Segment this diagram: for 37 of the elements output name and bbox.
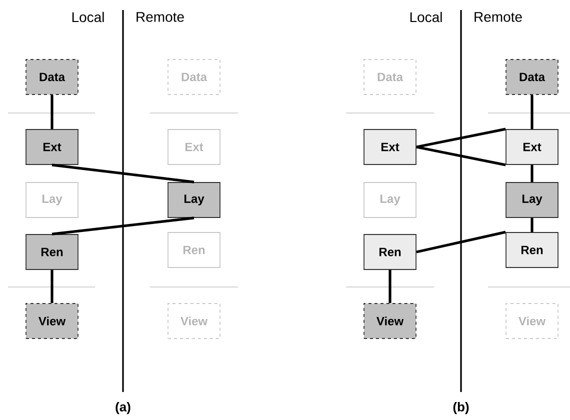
column-heading: Local [72,12,104,22]
faded-box: Lay [364,182,416,218]
process-box: Ren [26,234,78,270]
process-box: Ren [506,232,558,268]
column-heading: Local [410,12,442,22]
dashed-box: View [168,303,220,339]
connector-line [416,146,506,166]
column-heading: Remote [136,12,184,22]
process-box: Lay [506,182,558,218]
connector-line [530,164,534,182]
connector-line [530,94,534,130]
connector-line [52,216,194,236]
connector-line [416,230,506,254]
dashed-box: View [364,303,416,339]
column-heading: Remote [474,12,522,22]
panel-label: (b) [453,402,469,414]
connector-line [50,94,54,130]
connector-line [388,270,392,304]
process-box: Lay [168,182,220,218]
dashed-box: Data [26,59,78,95]
process-box: Ext [26,129,78,165]
panel-label: (a) [116,402,130,414]
dashed-box: Data [364,59,416,95]
faded-box: Lay [26,182,78,218]
connector-line [52,164,194,184]
connector-line [50,270,54,304]
process-box: Ext [506,129,558,165]
dashed-box: Data [506,59,558,95]
dashed-box: View [26,303,78,339]
process-box: Ren [364,234,416,270]
process-box: Ext [364,129,416,165]
faded-box: Ren [168,232,220,268]
faded-box: Ext [168,129,220,165]
connector-line [416,128,506,148]
dashed-box: Data [168,59,220,95]
dashed-box: View [506,303,558,339]
connector-line [530,218,534,232]
